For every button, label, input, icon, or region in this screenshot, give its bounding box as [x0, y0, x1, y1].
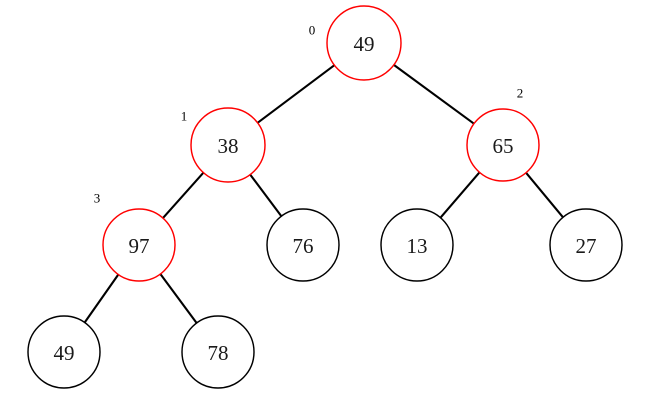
- tree-node[interactable]: 49: [27, 315, 101, 389]
- tree-edge: [159, 272, 198, 325]
- node-value-label: 49: [354, 32, 375, 56]
- node-index-label: 1: [181, 109, 188, 124]
- node-circle-highlighted[interactable]: [326, 5, 402, 81]
- node-value-label: 38: [218, 134, 239, 158]
- node-circle[interactable]: [549, 208, 623, 282]
- node-index-label: 2: [517, 86, 524, 101]
- node-circle[interactable]: [27, 315, 101, 389]
- tree-node[interactable]: 76: [266, 208, 340, 282]
- node-index-label: 3: [94, 191, 101, 206]
- tree-node[interactable]: 27: [549, 208, 623, 282]
- tree-edge: [83, 273, 120, 324]
- tree-node[interactable]: 65 2: [466, 86, 540, 182]
- tree-node[interactable]: 13: [380, 208, 454, 282]
- nodes-layer: 49 0 38 1 65 2 97 3 76 13 27 49 78: [27, 5, 623, 389]
- tree-edge: [256, 64, 336, 124]
- tree-node[interactable]: 97 3: [94, 191, 176, 282]
- tree-node[interactable]: 38 1: [181, 107, 266, 183]
- node-circle-highlighted[interactable]: [102, 208, 176, 282]
- node-value-label: 76: [293, 234, 314, 258]
- node-circle-highlighted[interactable]: [466, 108, 540, 182]
- node-value-label: 97: [129, 234, 150, 258]
- tree-node[interactable]: 49 0: [309, 5, 402, 81]
- tree-edge: [392, 63, 476, 125]
- tree-edge: [439, 171, 481, 219]
- tree-edge: [249, 173, 283, 218]
- node-circle[interactable]: [181, 315, 255, 389]
- node-circle[interactable]: [380, 208, 454, 282]
- node-value-label: 13: [407, 234, 428, 258]
- node-value-label: 65: [493, 134, 514, 158]
- tree-edge: [524, 171, 565, 219]
- node-value-label: 27: [576, 234, 597, 258]
- tree-node[interactable]: 78: [181, 315, 255, 389]
- node-index-label: 0: [309, 23, 316, 38]
- node-circle[interactable]: [266, 208, 340, 282]
- tree-edge: [161, 171, 205, 220]
- edges-layer: [83, 63, 565, 325]
- node-value-label: 78: [208, 341, 229, 365]
- node-circle-highlighted[interactable]: [190, 107, 266, 183]
- node-value-label: 49: [54, 341, 75, 365]
